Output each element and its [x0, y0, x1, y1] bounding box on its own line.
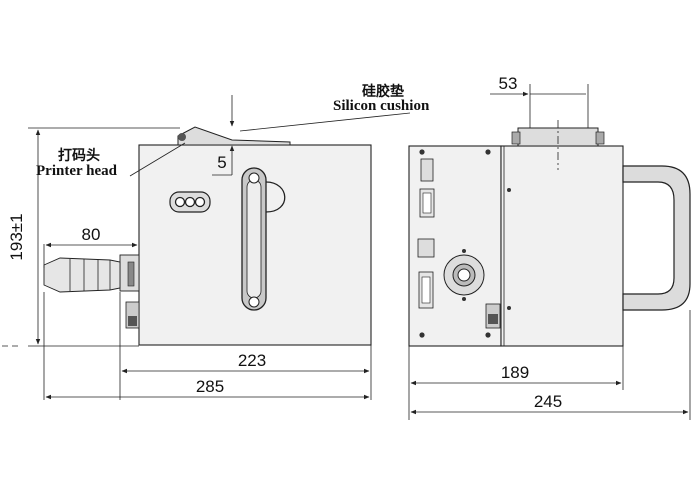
printer-head-label-cn: 打码头 [58, 147, 100, 164]
body-width-dimension: 223 [238, 351, 266, 370]
cushion-dimension: 5 [217, 153, 226, 172]
side-overall-dimension: 245 [534, 392, 562, 411]
cable-connector [43, 254, 140, 293]
callouts: 硅胶垫 Silicon cushion 打码头 Printer head [36, 83, 430, 179]
side-view [408, 127, 691, 347]
height-dimension: 193±1 [7, 213, 26, 260]
front-handle [241, 167, 286, 311]
indicator-lights [169, 191, 211, 213]
overall-width-dimension: 285 [196, 377, 224, 396]
side-handle [622, 165, 691, 311]
side-depth-dimension: 189 [501, 363, 529, 382]
printer-head-top [177, 126, 291, 146]
front-view [43, 126, 372, 346]
db-connector-lower [417, 238, 435, 309]
silicon-cushion-label-cn: 硅胶垫 [362, 83, 404, 100]
db-connector-upper [419, 158, 435, 218]
round-connector [443, 249, 485, 301]
side-dimensions: 53 189 245 [408, 74, 691, 420]
front-dimensions: 193±1 80 223 285 5 [2, 95, 372, 400]
cable-dimension: 80 [82, 225, 101, 244]
printer-head-label-en: Printer head [36, 163, 118, 179]
air-fitting-side [485, 303, 501, 329]
side-body [500, 145, 624, 347]
air-fitting-front [125, 301, 140, 329]
top-offset-dimension: 53 [499, 74, 518, 93]
silicon-cushion-label-en: Silicon cushion [333, 98, 430, 114]
